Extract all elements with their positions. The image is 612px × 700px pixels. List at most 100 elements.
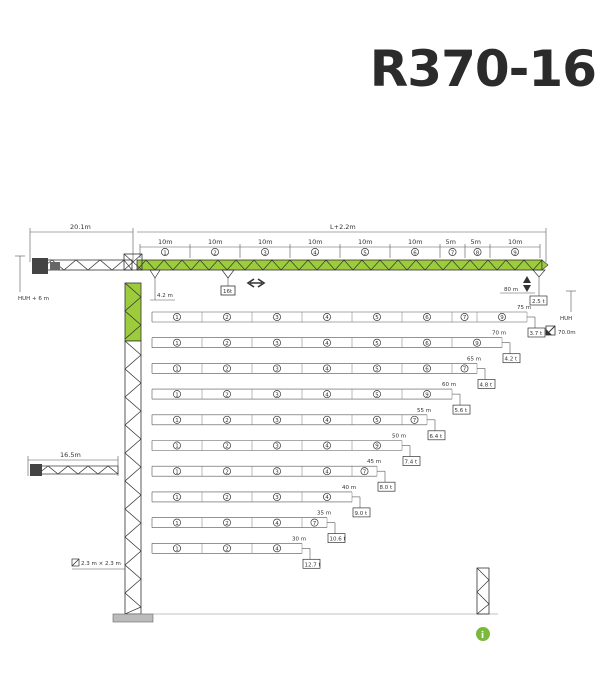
offset-dimension: 4.2 m (150, 278, 175, 301)
max-height-label: 70.0m (558, 330, 576, 336)
section-marker (273, 518, 281, 527)
segment-marker (473, 248, 482, 256)
segment-number: 6 (413, 250, 417, 256)
section-marker (373, 415, 381, 424)
section-marker (373, 441, 381, 450)
max-height: 70.0m (545, 325, 576, 336)
section-number: 6 (425, 367, 429, 373)
section-number: 2 (225, 341, 229, 347)
config-load: 5.6 t (455, 408, 468, 414)
main-jib (136, 259, 549, 271)
tower-head (123, 253, 161, 279)
segment-marker (411, 248, 419, 256)
config-load: 6.4 t (430, 434, 443, 440)
model-title: R370-16 (369, 40, 597, 98)
section-number: 1 (175, 521, 179, 527)
counter-jib-length: 20.1m (70, 223, 91, 231)
mast-section-label: 2.3 m × 2.3 m (81, 561, 121, 567)
section-marker (373, 364, 381, 373)
section-number: 2 (225, 418, 229, 424)
section-number: 3 (275, 315, 279, 321)
info-icon[interactable] (476, 627, 490, 641)
config-load: 9.0 t (355, 511, 368, 517)
section-marker (273, 390, 281, 399)
section-number: 1 (175, 495, 179, 501)
segment-length: 5m (446, 238, 456, 246)
huh-left: HUH + 6 m (18, 296, 49, 302)
config-radius: 50 m (392, 434, 406, 440)
section-number: 9 (500, 315, 504, 321)
config-load: 4.8 t (480, 382, 493, 388)
section-number: 4 (325, 367, 329, 373)
config-radius: 55 m (417, 408, 431, 414)
load-box (527, 327, 546, 338)
config-radius: 45 m (367, 459, 381, 465)
segment-marker (261, 248, 269, 256)
section-number: 7 (463, 367, 467, 373)
section-number: 3 (275, 341, 279, 347)
segment-number: 8 (476, 250, 480, 256)
segment-length: 10m (208, 238, 223, 246)
hook-block-badge: 16t (223, 289, 233, 295)
section-marker (273, 338, 281, 347)
segment-marker (361, 248, 369, 256)
section-number: 3 (275, 392, 279, 398)
section-number: 6 (425, 341, 429, 347)
section-number: 7 (363, 469, 367, 475)
segment-number: 2 (213, 250, 217, 256)
section-marker (410, 415, 419, 424)
section-marker (473, 338, 481, 347)
section-marker (223, 390, 231, 399)
section-marker (173, 441, 181, 450)
section-number: 2 (225, 392, 229, 398)
section-number: 5 (375, 392, 379, 398)
section-number: 6 (425, 315, 429, 321)
config-radius: 35 m (317, 511, 331, 517)
segment-marker (511, 248, 519, 256)
offset-label: 4.2 m (157, 293, 173, 299)
section-number: 2 (225, 495, 229, 501)
section-number: 4 (325, 495, 329, 501)
section-marker (423, 338, 431, 347)
section-marker (273, 313, 281, 321)
section-number: 3 (275, 367, 279, 373)
section-marker (273, 415, 281, 424)
load-box (427, 430, 446, 441)
section-number: 4 (325, 444, 329, 450)
section-number: 2 (225, 521, 229, 527)
section-marker (273, 544, 281, 553)
section-marker (223, 544, 231, 553)
segment-number: 4 (313, 250, 317, 256)
section-marker (323, 467, 331, 476)
section-marker (173, 415, 181, 424)
segment-number: 9 (513, 250, 517, 256)
load-box (502, 353, 521, 364)
section-number: 4 (275, 547, 279, 553)
segment-length: 5m (471, 238, 481, 246)
info-glyph: i (481, 631, 484, 641)
load-box (302, 558, 321, 569)
section-number: 2 (225, 469, 229, 475)
section-number: 4 (325, 392, 329, 398)
segment-number: 1 (163, 250, 167, 256)
short-counter-jib: 16.5m (27, 451, 119, 476)
config-load: 12.7 t (305, 562, 322, 568)
segment-marker (211, 248, 219, 256)
section-number: 1 (175, 392, 179, 398)
section-marker (373, 390, 381, 399)
section-marker (173, 518, 181, 527)
section-number: 1 (175, 444, 179, 450)
segment-marker (311, 248, 319, 256)
section-number: 5 (375, 418, 379, 424)
segment-number: 3 (263, 250, 267, 256)
huh-right: HUH (560, 316, 572, 322)
config-load: 3.7 t (530, 331, 543, 337)
